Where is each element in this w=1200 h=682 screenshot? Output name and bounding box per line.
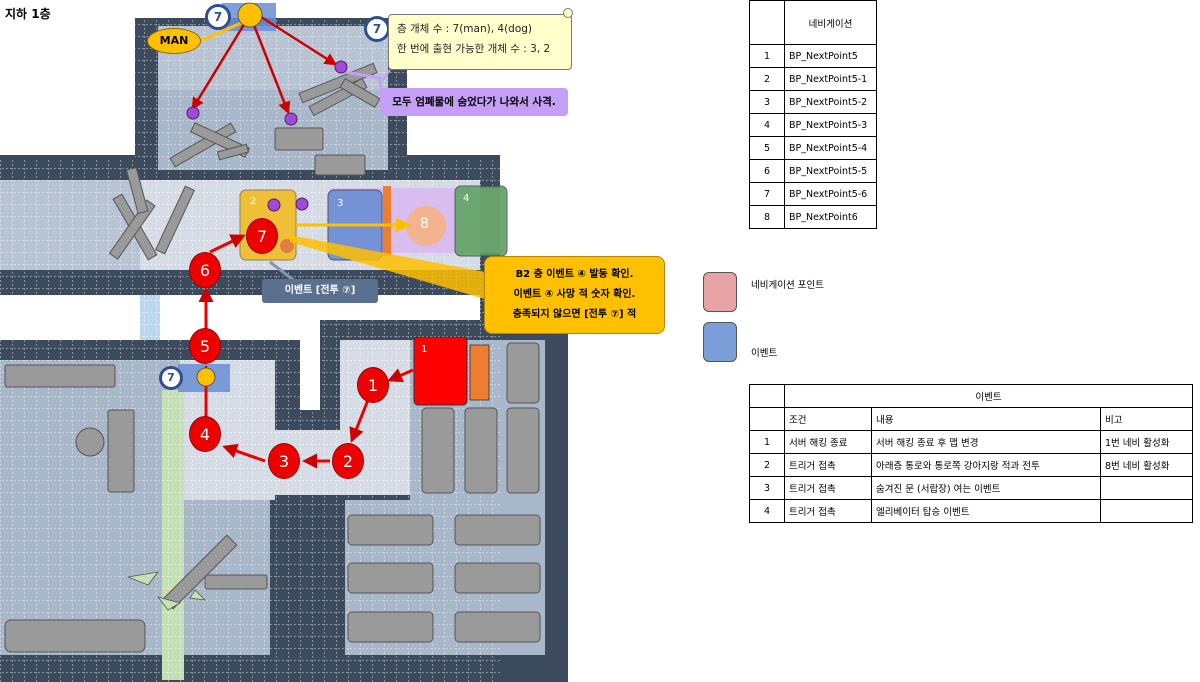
nav-row-number: 3 <box>749 90 785 114</box>
event-row-note <box>1100 499 1193 523</box>
note-curl-icon <box>563 8 573 18</box>
nav-row-number: 1 <box>749 44 785 68</box>
event-row-condition: 서버 해킹 종료 <box>784 430 872 454</box>
waypoint-7: 7 <box>246 218 278 254</box>
waypoint-6: 6 <box>189 252 221 288</box>
nav-row-name: BP_NextPoint5-2 <box>784 90 877 114</box>
man-connector <box>197 18 249 44</box>
note-line-1: 층 개체 수 : 7(man), 4(dog) <box>397 23 533 35</box>
legend-label-nav-point: 네비게이션 포인트 <box>751 280 824 291</box>
nav-row-number: 4 <box>749 113 785 137</box>
purple-callout: 모두 엄폐물에 숨었다가 나와서 사격. <box>380 88 568 116</box>
note-line-2: 한 번에 출현 가능한 개체 수 : 3, 2 <box>397 43 551 55</box>
event-label-connector <box>269 260 297 284</box>
obstacles <box>4 62 541 653</box>
waypoint-4: 4 <box>189 416 221 452</box>
zone-label-2: 2 <box>250 196 257 207</box>
event-label: 이벤트 [전투 ⑦] <box>262 279 378 303</box>
nav-row-name: BP_NextPoint5-4 <box>784 136 877 160</box>
spawn-marker-lower: 7 <box>159 366 183 390</box>
zone-label-1: 1 <box>421 344 428 355</box>
legend-label-event: 이벤트 <box>751 348 778 359</box>
nav-row-name: BP_NextPoint5-3 <box>784 113 877 137</box>
yellow-callout-tail <box>290 235 488 300</box>
waypoint-3: 3 <box>268 443 300 479</box>
event-row-content: 엘리베이터 탑승 이벤트 <box>871 499 1101 523</box>
zone-label-4: 4 <box>463 193 470 204</box>
event-row-note: 1번 네비 활성화 <box>1100 430 1193 454</box>
waypoint-5: 5 <box>189 328 221 364</box>
spawn-marker-note: 7 <box>364 16 390 42</box>
zone-label-3: 3 <box>337 198 344 209</box>
zone-label-8: 8 <box>420 216 429 232</box>
event-row-note <box>1100 476 1193 500</box>
event-row-condition: 트리거 접촉 <box>784 476 872 500</box>
nav-row-name: BP_NextPoint5-6 <box>784 182 877 206</box>
event-col-content: 내용 <box>871 407 1101 431</box>
event-table-header: 이벤트 <box>784 384 1193 408</box>
broken-glass <box>126 571 207 611</box>
yellow-callout-line-1: B2 층 이벤트 ④ 발동 확인. <box>515 269 634 280</box>
enemy-count-note: 층 개체 수 : 7(man), 4(dog) 한 번에 출현 가능한 개체 수… <box>388 14 572 70</box>
event-row-condition: 트리거 접촉 <box>784 499 872 523</box>
event-row-note: 8번 네비 활성화 <box>1100 453 1193 477</box>
nav-row-number: 5 <box>749 136 785 160</box>
waypoint-1: 1 <box>357 367 389 403</box>
nav-row-name: BP_NextPoint5 <box>784 44 877 68</box>
event-row-number: 4 <box>749 499 785 523</box>
event-col-condition: 조건 <box>784 407 872 431</box>
spawn-marker-top: 7 <box>205 4 231 30</box>
event-col-note: 비고 <box>1100 407 1193 431</box>
page-title: 지하 1층 <box>5 7 51 21</box>
route-arrows <box>198 234 414 469</box>
nav-row-number: 8 <box>749 205 785 229</box>
nav-row-number: 6 <box>749 159 785 183</box>
note-connector <box>382 69 391 81</box>
event-row-number: 3 <box>749 476 785 500</box>
nav-row-number: 7 <box>749 182 785 206</box>
nav-row-number: 2 <box>749 67 785 91</box>
yellow-callout-line-2: 이벤트 ④ 사망 적 숫자 확인. <box>513 289 636 300</box>
yellow-callout: B2 층 이벤트 ④ 발동 확인. 이벤트 ④ 사망 적 숫자 확인. 충족되지… <box>484 256 665 334</box>
nav-row-name: BP_NextPoint5-1 <box>784 67 877 91</box>
event-row-number: 1 <box>749 430 785 454</box>
nav-row-name: BP_NextPoint6 <box>784 205 877 229</box>
man-label: MAN <box>147 28 201 54</box>
spawn-dot-top <box>237 2 263 28</box>
spawn-dot-lower <box>196 367 216 387</box>
yellow-callout-line-3: 충족되지 않으면 [전투 ⑦] 적 <box>512 309 637 320</box>
event-row-content: 아래층 통로와 통로쪽 강아지랑 적과 전투 <box>871 453 1101 477</box>
event-row-number: 2 <box>749 453 785 477</box>
event-row-content: 서버 해킹 종료 후 맵 변경 <box>871 430 1101 454</box>
nav-table-header: 네비게이션 <box>784 0 877 45</box>
nav-row-name: BP_NextPoint5-5 <box>784 159 877 183</box>
legend-swatch-nav-point <box>703 272 737 312</box>
waypoint-2: 2 <box>332 443 364 479</box>
spawn-arrows <box>191 13 338 115</box>
event-row-condition: 트리거 접촉 <box>784 453 872 477</box>
event-row-content: 숨겨진 문 (서랍장) 여는 이벤트 <box>871 476 1101 500</box>
enemy-dots <box>186 60 348 212</box>
legend-swatch-event <box>703 322 737 362</box>
